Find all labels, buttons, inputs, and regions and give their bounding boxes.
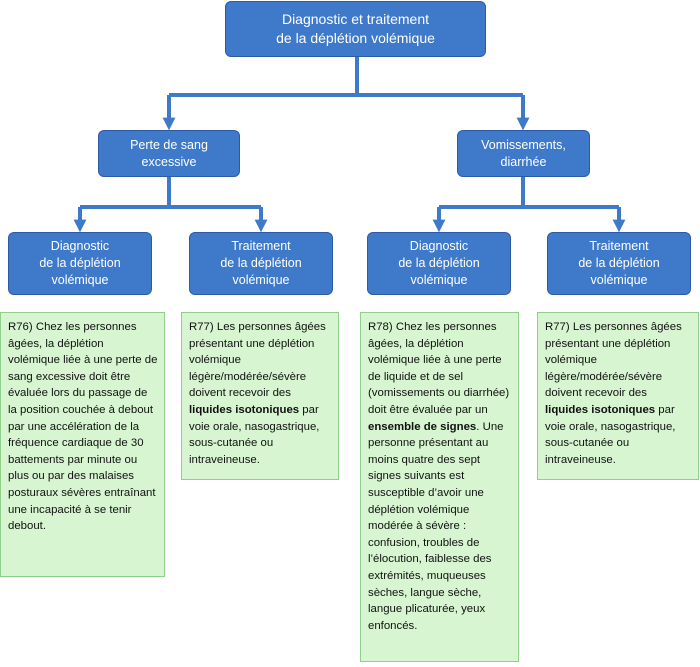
branch-node-label: Perte de sang excessive [130, 137, 208, 169]
recommendation-r77-blood: R77) Les personnes âgées présentant une … [181, 312, 339, 480]
root-node: Diagnostic et traitement de la déplétion… [225, 1, 486, 57]
root-node-label: Diagnostic et traitement de la déplétion… [276, 11, 435, 46]
leaf-node-label: Traitement de la déplétion volémique [220, 239, 302, 287]
leaf-node-treatment-vomiting: Traitement de la déplétion volémique [547, 232, 691, 295]
key-term: liquides isotoniques [189, 403, 300, 416]
recommendation-r76: R76) Chez les personnes âgées, la déplét… [0, 312, 165, 577]
recommendation-r77-vomiting: R77) Les personnes âgées présentant une … [537, 312, 699, 480]
leaf-node-label: Diagnostic de la déplétion volémique [39, 239, 121, 287]
branch-node-blood-loss: Perte de sang excessive [98, 130, 240, 177]
leaf-node-diagnostic-vomiting: Diagnostic de la déplétion volémique [367, 232, 511, 295]
branch-node-vomiting: Vomissements, diarrhée [457, 130, 590, 177]
recommendation-text: R76) Chez les personnes âgées, la déplét… [8, 321, 158, 533]
leaf-node-diagnostic-blood: Diagnostic de la déplétion volémique [8, 232, 152, 295]
leaf-node-label: Traitement de la déplétion volémique [578, 239, 660, 287]
recommendation-r78: R78) Chez les personnes âgées, la déplét… [360, 312, 519, 662]
recommendation-text: R77) Les personnes âgées présentant une … [545, 321, 682, 466]
key-term: ensemble de signes [368, 420, 477, 433]
branch-node-label: Vomissements, diarrhée [481, 137, 566, 169]
leaf-node-label: Diagnostic de la déplétion volémique [398, 239, 480, 287]
leaf-node-treatment-blood: Traitement de la déplétion volémique [189, 232, 333, 295]
recommendation-text: R78) Chez les personnes âgées, la déplét… [368, 321, 510, 632]
recommendation-text: R77) Les personnes âgées présentant une … [189, 321, 326, 466]
key-term: liquides isotoniques [545, 403, 656, 416]
